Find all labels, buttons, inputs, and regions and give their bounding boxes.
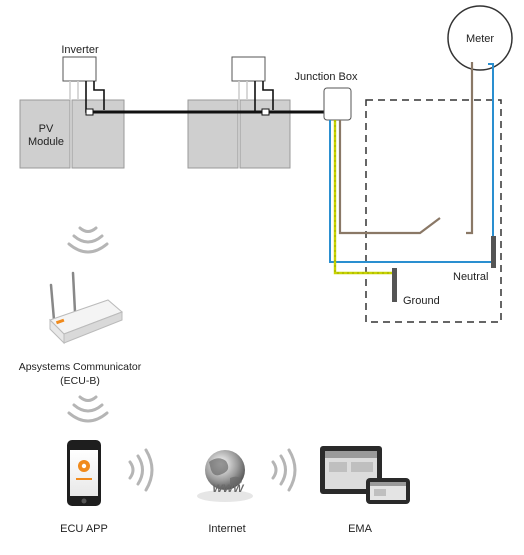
trunk-cable — [85, 108, 327, 116]
wireless-waves-icon — [67, 226, 109, 254]
inverter-label: Inverter — [61, 44, 99, 56]
meter — [447, 5, 513, 71]
inverter-right — [231, 56, 266, 82]
wireless-waves-icon — [67, 395, 109, 423]
internet-label: Internet — [208, 523, 245, 535]
monitor-tablet-icon — [320, 446, 410, 504]
www-label: WWW — [212, 483, 245, 495]
pv-module-right — [187, 99, 291, 169]
wireless-waves-icon — [271, 448, 297, 492]
ema-label: EMA — [348, 523, 373, 535]
communicator-label: Apsystems Communicator — [19, 361, 142, 373]
router-icon — [49, 271, 123, 345]
neutral-busbar — [491, 236, 496, 268]
globe-icon: WWW — [197, 450, 253, 502]
pv-module-left — [19, 99, 125, 169]
live-wire — [338, 62, 474, 235]
junction-box-label: Junction Box — [295, 71, 358, 83]
wireless-waves-icon — [128, 448, 154, 492]
ground-wire-stripe — [334, 120, 394, 274]
smartphone-icon — [67, 440, 101, 506]
inverter-left — [62, 56, 97, 82]
pv-module-label-line2: Module — [28, 136, 64, 148]
meter-label: Meter — [466, 33, 494, 45]
ground-label: Ground — [403, 295, 440, 307]
pv-module-label: PV — [39, 123, 54, 135]
ecu-app-label: ECU APP — [60, 523, 108, 535]
distribution-box — [365, 99, 502, 323]
ground-wire — [333, 120, 394, 275]
junction-box — [323, 87, 352, 121]
ground-busbar — [392, 268, 397, 302]
communicator-label-line2: (ECU-B) — [60, 375, 100, 387]
neutral-label: Neutral — [453, 271, 488, 283]
